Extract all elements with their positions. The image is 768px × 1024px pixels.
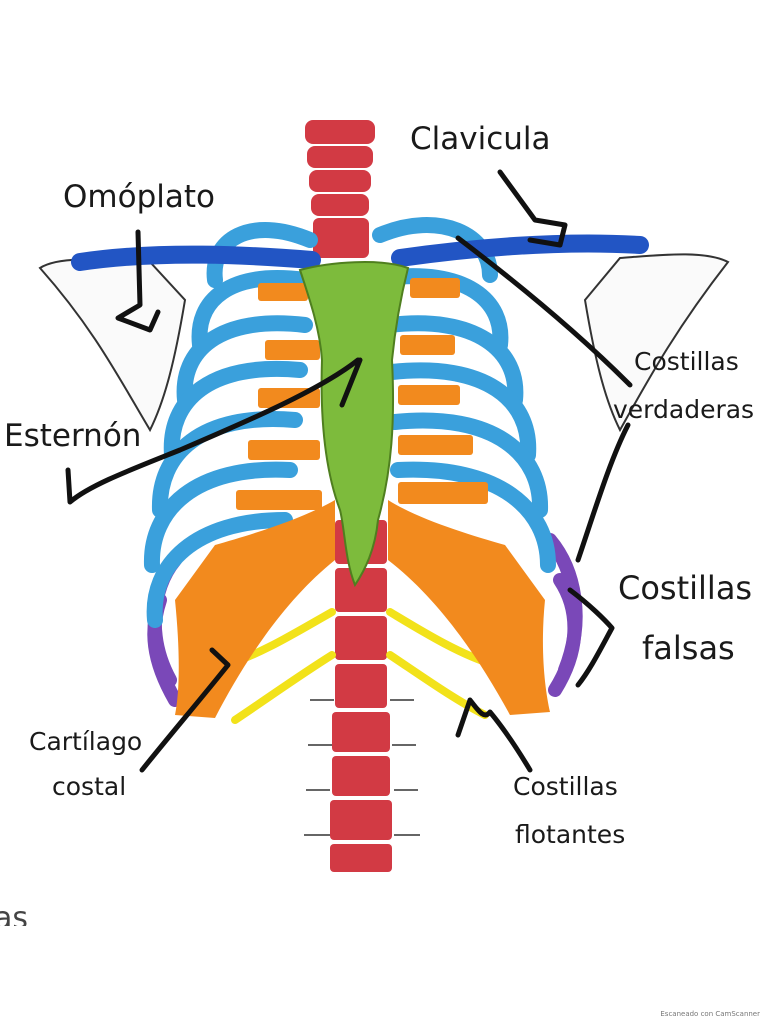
label-costillas-verdaderas-1: Costillas [634,347,739,376]
label-esternon: Esternón [4,418,142,454]
label-cartilago-1: Cartílago [29,727,143,756]
true-ribs [143,217,556,628]
label-costillas-verdaderas-2: verdaderas [613,395,755,424]
pointer-lines [65,169,633,773]
label-flotantes-2: flotantes [515,820,626,849]
label-costillas-falsas-1: Costillas [618,569,753,607]
costal-cartilage [175,278,550,718]
scanner-watermark: Escaneado con CamScanner [660,1010,760,1018]
label-costillas-falsas-2: falsas [642,629,735,667]
label-cartilago-2: costal [52,772,127,801]
label-flotantes-1: Costillas [513,772,618,801]
label-clavicula: Clavicula [410,121,551,157]
label-omoplato: Omóplato [63,179,215,215]
scapula-left [38,258,187,433]
cut-off-text: as [0,904,29,926]
scapula-right [583,253,730,433]
clavicles [71,234,649,271]
